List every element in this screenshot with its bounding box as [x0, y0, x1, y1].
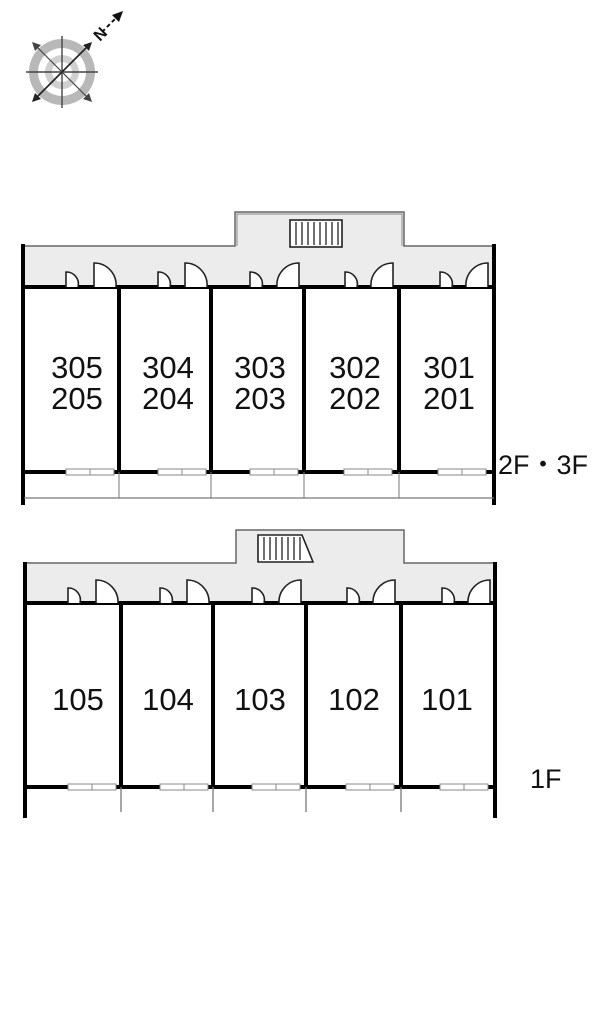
- unit-label: 205: [51, 381, 103, 416]
- unit-label: 202: [329, 381, 381, 416]
- lower-door-icons: [67, 579, 491, 604]
- floor-label-upper: 2F・3F: [498, 450, 588, 480]
- upper-block: 305 205 304 204 303 203 302 202 301 201 …: [21, 211, 588, 505]
- lower-block: 105 104 103 102 101 1F: [23, 529, 562, 818]
- upper-door-icons: [65, 262, 489, 288]
- unit-label: 304: [142, 350, 194, 385]
- unit-label: 302: [329, 350, 381, 385]
- unit-label: 105: [52, 682, 104, 717]
- unit-label: 204: [142, 381, 194, 416]
- unit-label: 305: [51, 350, 103, 385]
- lower-stair-icon: [257, 534, 315, 563]
- unit-label: 101: [421, 682, 473, 717]
- unit-label: 203: [234, 381, 286, 416]
- unit-label: 303: [234, 350, 286, 385]
- compass-north-letter: N: [91, 25, 111, 45]
- unit-label: 301: [423, 350, 475, 385]
- unit-label: 104: [142, 682, 194, 717]
- upper-stair-icon: [289, 219, 343, 248]
- floor-label-lower: 1F: [530, 764, 562, 794]
- unit-label: 201: [423, 381, 475, 416]
- unit-label: 103: [234, 682, 286, 717]
- compass-rose-icon: N: [26, 11, 123, 108]
- unit-label: 102: [328, 682, 380, 717]
